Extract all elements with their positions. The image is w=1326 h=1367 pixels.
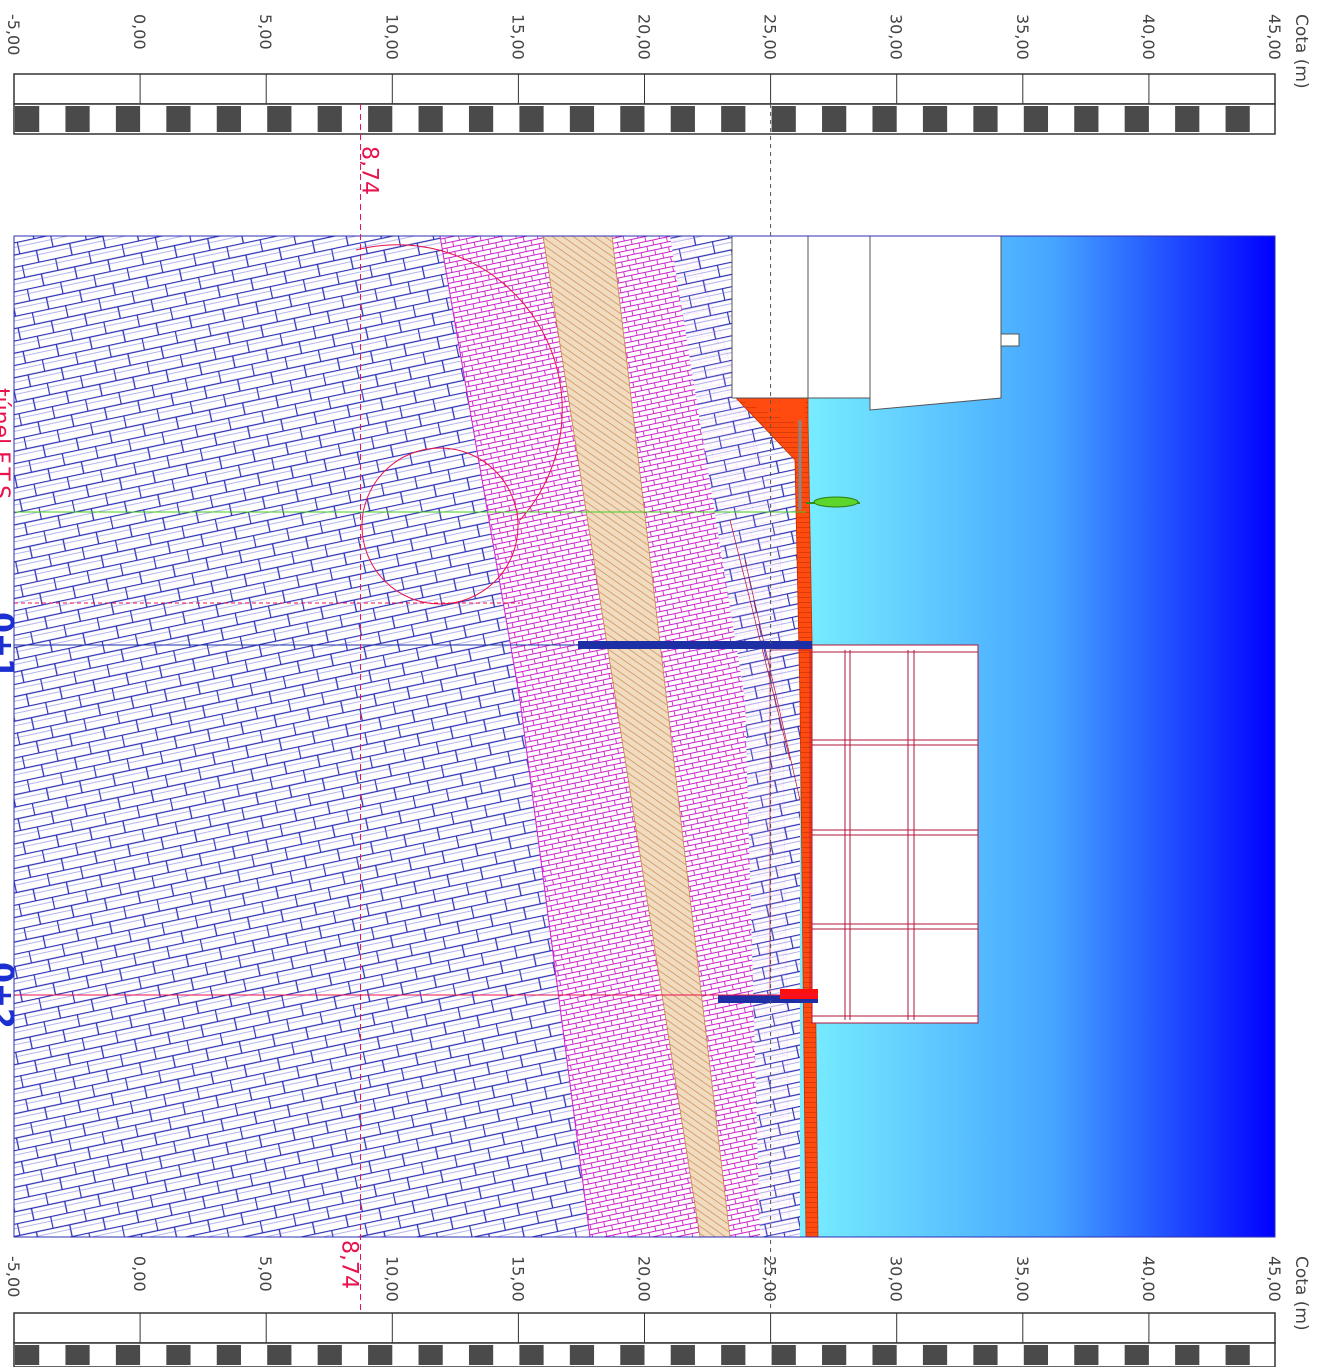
scale-checker-block xyxy=(418,1345,443,1365)
scale-checker-block xyxy=(569,106,595,132)
scale-checker-block xyxy=(115,106,141,132)
scale-checker-block xyxy=(1023,1345,1049,1365)
scale-tick-label: 45,00 xyxy=(1265,1256,1284,1302)
top-axis-title: Cota (m) xyxy=(1291,14,1311,89)
scale-checker-block xyxy=(1124,1345,1149,1365)
scale-checker-block xyxy=(216,1345,241,1365)
building-top xyxy=(731,235,1020,510)
tunnel-arc xyxy=(355,244,563,521)
reference-label-bottom: 8,74 xyxy=(337,1240,362,1289)
scale-tick-label: 40,00 xyxy=(1139,1256,1158,1302)
bottom-scale-dividers xyxy=(139,1313,1150,1343)
scale-checker-block xyxy=(468,1345,494,1365)
scale-checker-block xyxy=(670,1345,695,1365)
pile-2 xyxy=(718,995,818,1003)
section-frame xyxy=(13,235,1276,1238)
scale-tick-label: 15,00 xyxy=(508,14,527,60)
bottom-scale-checker xyxy=(15,1345,1250,1365)
scale-checker-block xyxy=(368,106,393,132)
scale-checker-block xyxy=(368,1345,393,1365)
section-area xyxy=(13,235,1276,1238)
scale-checker-block xyxy=(620,1345,645,1365)
scale-tick-label: 10,00 xyxy=(382,1256,401,1302)
tunnel-label: túnel F.T.S. xyxy=(0,388,13,506)
top-scale-checker xyxy=(15,106,1250,132)
scale-checker-block xyxy=(872,1345,897,1365)
tunnel-circle xyxy=(361,447,519,605)
scale-checker-block xyxy=(1225,106,1250,132)
scale-tick-label: 10,00 xyxy=(382,14,401,60)
scale-checker-block xyxy=(166,106,191,132)
scale-checker-block xyxy=(1023,106,1049,132)
scale-checker-block xyxy=(65,1345,90,1365)
scale-checker-block xyxy=(1225,1345,1250,1365)
top-scale-dividers xyxy=(139,74,1150,104)
scale-tick-label: 45,00 xyxy=(1265,14,1284,60)
scale-checker-block xyxy=(1124,106,1149,132)
bottom-axis-title: Cota (m) xyxy=(1291,1256,1311,1331)
scale-checker-block xyxy=(65,106,90,132)
scale-checker-block xyxy=(569,1345,595,1365)
scale-checker-block xyxy=(216,106,241,132)
scale-tick-label: 35,00 xyxy=(1013,14,1032,60)
pile-cap xyxy=(780,989,818,999)
scale-tick-label: 25,00 xyxy=(761,1256,780,1302)
scale-checker-block xyxy=(872,106,897,132)
scale-checker-block xyxy=(15,1345,40,1365)
scale-tick-label: 35,00 xyxy=(1013,1256,1032,1302)
bottom-scale: -5,00 0,00 5,00 10,00 15,00 20,00 25,00 30,00 35… xyxy=(4,1256,1311,1367)
reference-label-top: 8,74 xyxy=(357,146,382,195)
scale-checker-block xyxy=(267,106,292,132)
rock-band xyxy=(670,236,800,1237)
scale-tick-label: -5,00 xyxy=(4,1256,23,1297)
scale-checker-block xyxy=(115,1345,141,1365)
bottom-scale-tick-labels: -5,00 0,00 5,00 10,00 15,00 20,00 25,00 30,00 35… xyxy=(4,1256,1284,1302)
scale-checker-block xyxy=(15,106,40,132)
scale-checker-block xyxy=(267,1345,292,1365)
scale-tick-label: 30,00 xyxy=(887,1256,906,1302)
new-building-frame xyxy=(811,644,979,1024)
scale-checker-block xyxy=(1074,106,1099,132)
scale-tick-label: 5,00 xyxy=(256,14,275,50)
tree xyxy=(806,496,860,508)
station-label-1: 0+1 xyxy=(0,612,19,679)
station-label-2: 0+2 xyxy=(0,962,19,1029)
scale-checker-block xyxy=(620,106,645,132)
scale-tick-label: 40,00 xyxy=(1139,14,1158,60)
scale-checker-block xyxy=(771,106,796,132)
scale-tick-label: 15,00 xyxy=(508,1256,527,1302)
scale-tick-label: -5,00 xyxy=(4,14,23,55)
scale-tick-label: 20,00 xyxy=(635,14,654,60)
scale-checker-block xyxy=(771,1345,796,1365)
scale-checker-block xyxy=(822,1345,847,1365)
scale-checker-block xyxy=(973,1345,998,1365)
scale-checker-block xyxy=(670,106,695,132)
scale-checker-block xyxy=(1074,1345,1099,1365)
top-scale-tick-labels: -5,00 0,00 5,00 10,00 15,00 20,00 25,00 30,00 35… xyxy=(4,14,1284,60)
top-scale: -5,00 0,00 5,00 10,00 15,00 20,00 25,00 30,00 35… xyxy=(4,14,1311,135)
scale-checker-block xyxy=(1175,106,1200,132)
scale-tick-label: 25,00 xyxy=(761,14,780,60)
scale-checker-block xyxy=(519,106,544,132)
scale-checker-block xyxy=(822,106,847,132)
scale-checker-block xyxy=(973,106,998,132)
scale-checker-block xyxy=(468,106,494,132)
scale-checker-block xyxy=(317,1345,342,1365)
scale-checker-block xyxy=(166,1345,191,1365)
scale-tick-label: 5,00 xyxy=(256,1256,275,1292)
scale-checker-block xyxy=(721,106,746,132)
scale-tick-label: 0,00 xyxy=(130,1256,149,1292)
scale-checker-block xyxy=(519,1345,544,1365)
scale-tick-label: 20,00 xyxy=(635,1256,654,1302)
scale-tick-label: 30,00 xyxy=(887,14,906,60)
scale-checker-block xyxy=(1175,1345,1200,1365)
scale-checker-block xyxy=(317,106,342,132)
scale-tick-label: 0,00 xyxy=(130,14,149,50)
scale-checker-block xyxy=(418,106,443,132)
scale-checker-block xyxy=(922,1345,948,1365)
scale-checker-block xyxy=(721,1345,746,1365)
scale-checker-block xyxy=(922,106,948,132)
